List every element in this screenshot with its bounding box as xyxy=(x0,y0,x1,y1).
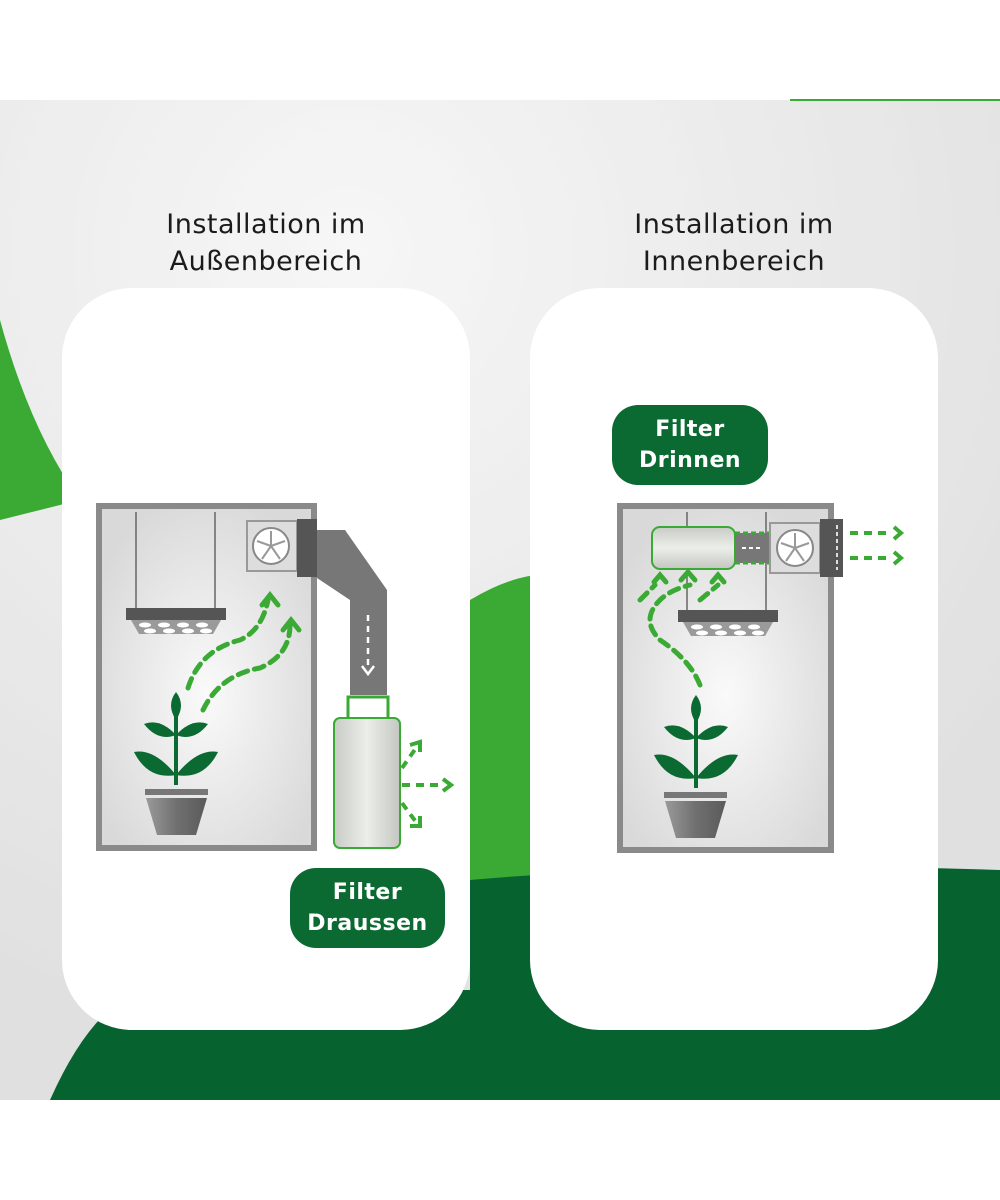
carbon-filter-outdoor xyxy=(333,695,455,849)
airflow-path xyxy=(185,590,302,713)
badge-line-1: Filter xyxy=(655,417,725,442)
left-green-swoosh xyxy=(0,320,80,520)
exhaust-fan-icon xyxy=(769,519,843,577)
title-line-2: Innenbereich xyxy=(642,246,826,277)
exhaust-duct xyxy=(317,530,387,695)
plant-pot-icon xyxy=(664,792,727,838)
exhaust-fan-icon xyxy=(246,519,317,577)
title-line-1: Installation im xyxy=(166,209,366,240)
title-line-1: Installation im xyxy=(634,209,834,240)
filter-inside-badge: Filter Drinnen xyxy=(612,405,768,485)
arrow-down-icon xyxy=(361,665,375,677)
plant-icon xyxy=(134,692,218,785)
carbon-filter-indoor xyxy=(651,526,770,570)
badge-line-2: Drinnen xyxy=(638,448,742,473)
outdoor-installation-title: Installation im Außenbereich xyxy=(62,206,470,280)
plant-icon xyxy=(654,695,738,788)
plant-pot-icon xyxy=(145,789,208,835)
title-line-2: Außenbereich xyxy=(169,246,363,277)
grow-lamp-icon xyxy=(678,610,778,636)
badge-line-1: Filter xyxy=(332,880,403,905)
airflow-arrow-icons xyxy=(409,739,455,828)
airflow-path xyxy=(637,568,727,688)
badge-line-2: Draussen xyxy=(307,911,428,936)
filter-outside-badge: Filter Draussen xyxy=(290,868,445,948)
exhaust-airflow xyxy=(850,525,905,566)
grow-lamp-icon xyxy=(126,608,226,634)
indoor-installation-title: Installation im Innenbereich xyxy=(530,206,938,280)
